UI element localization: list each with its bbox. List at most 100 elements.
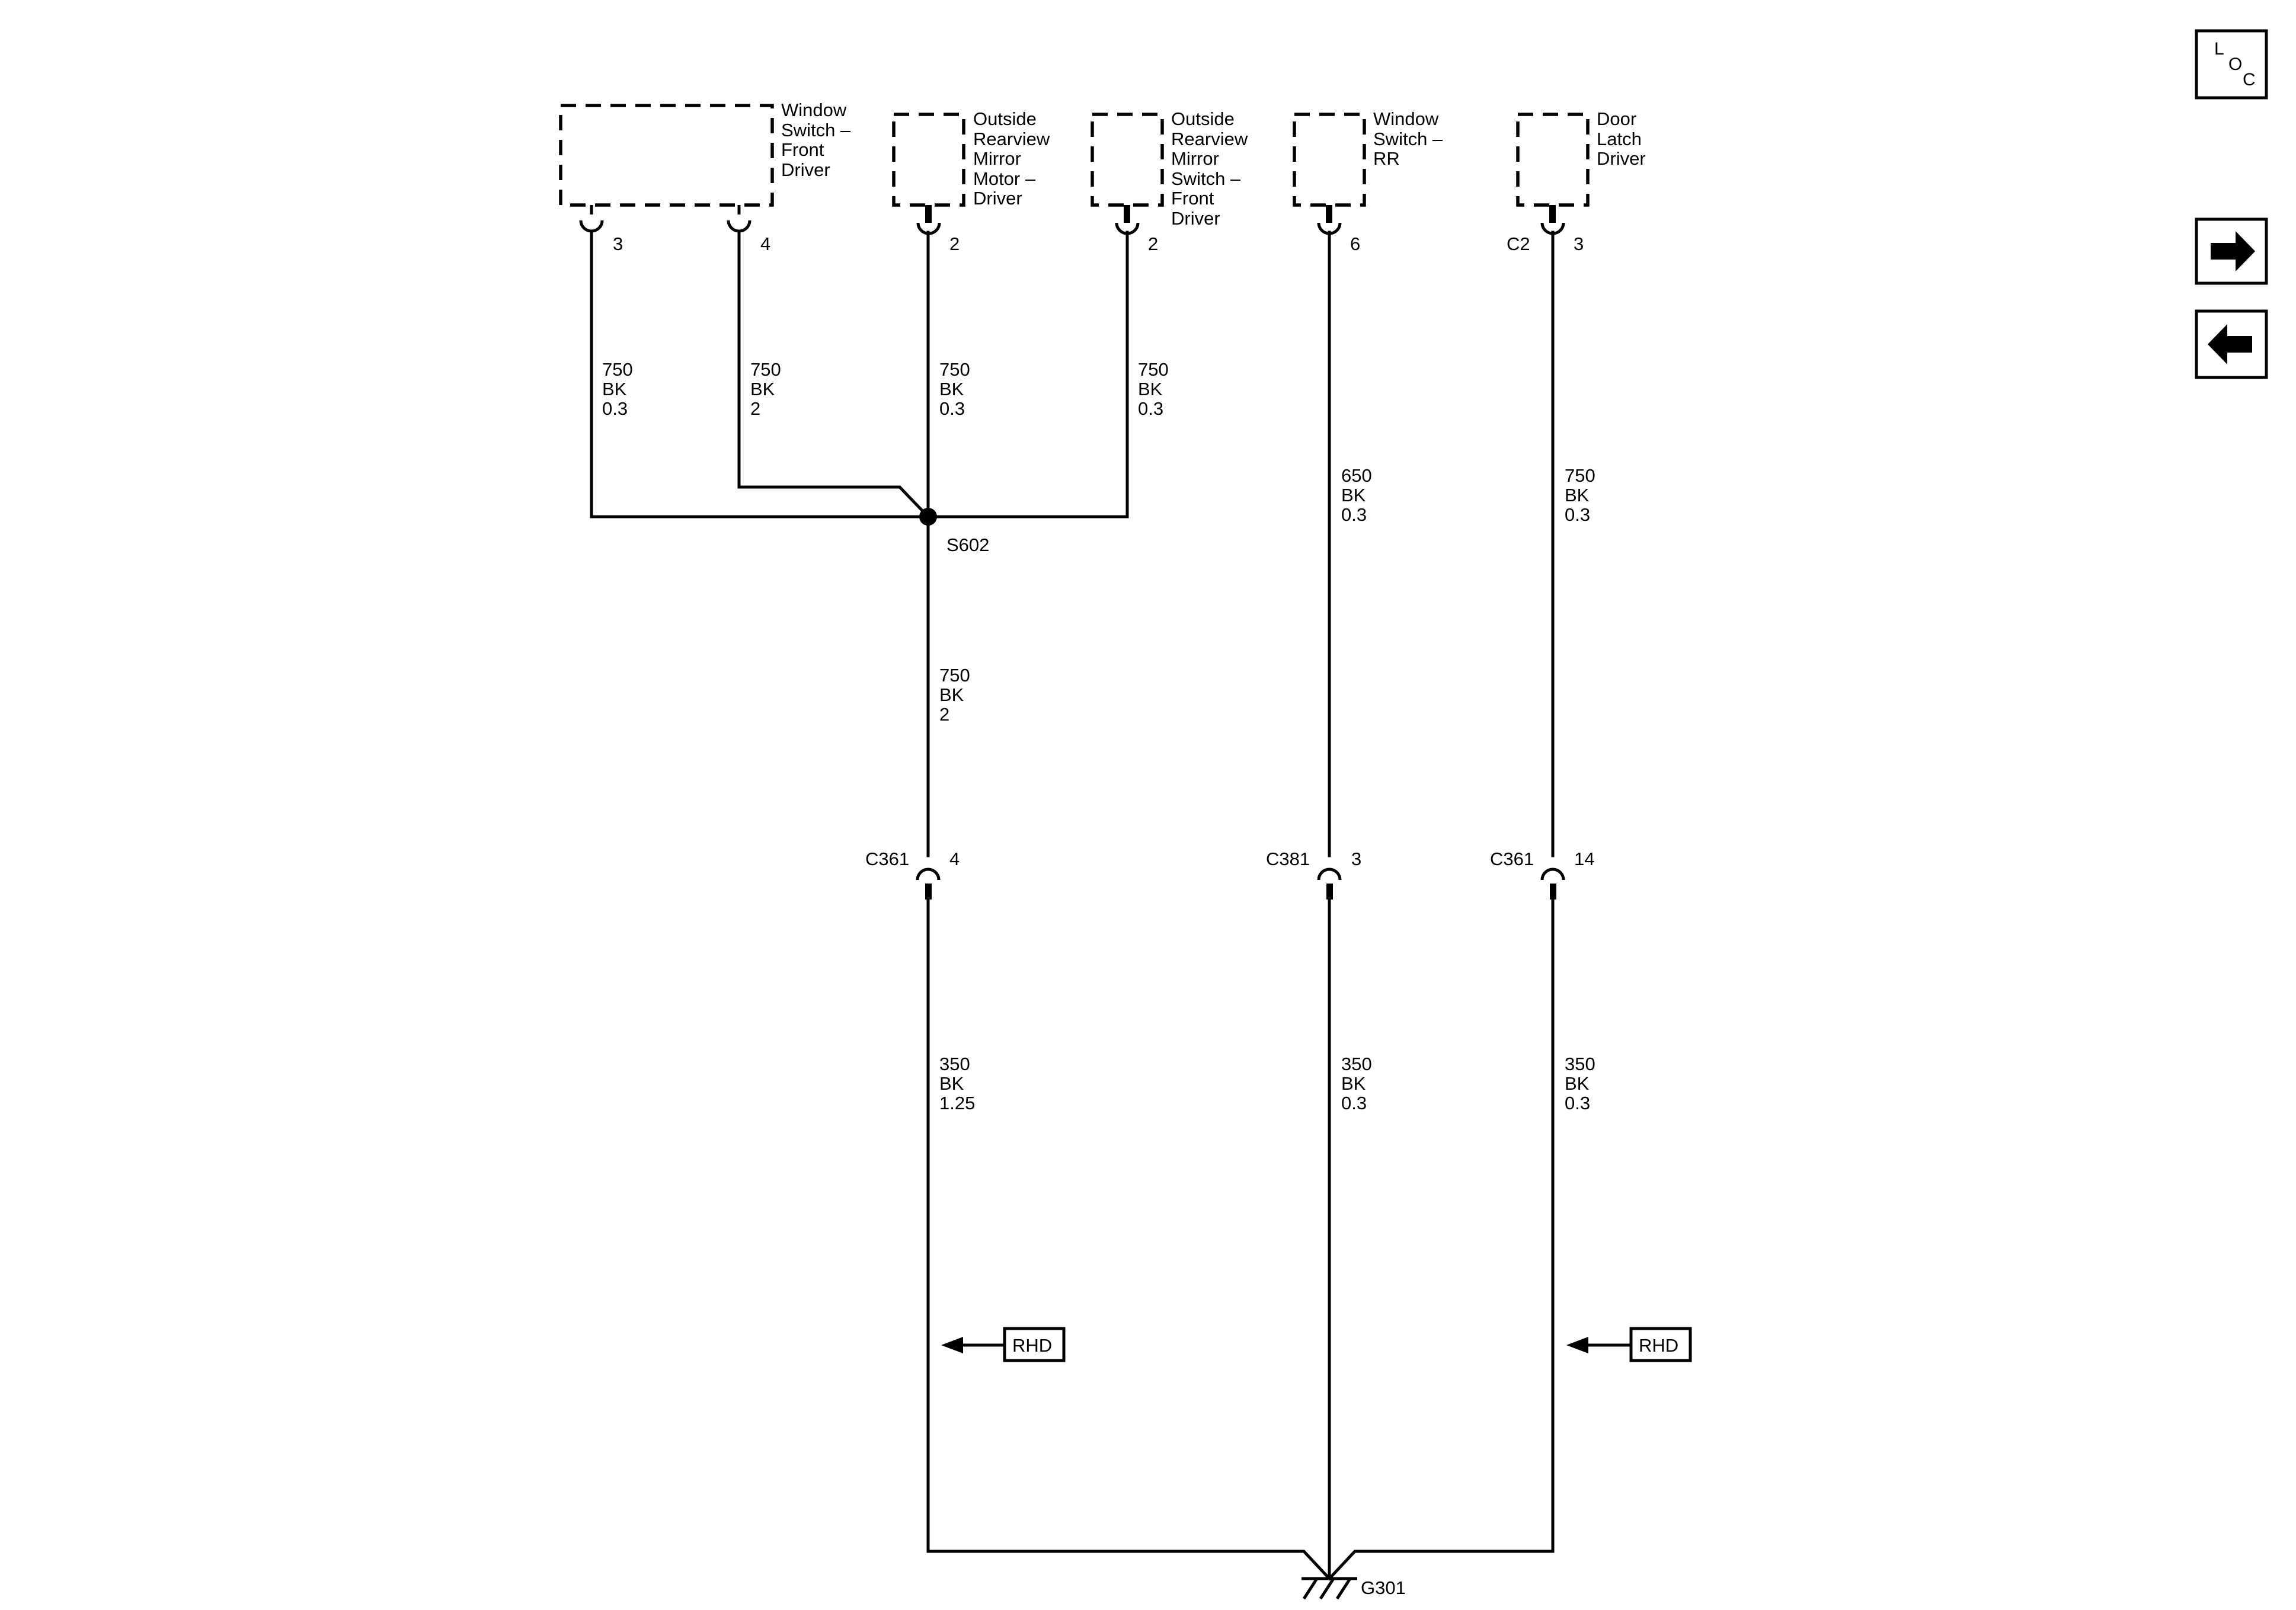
loc-button-frame[interactable] [2195,29,2268,100]
pin-label: 3 [613,233,623,254]
wires-upper [590,229,1555,857]
wire-circuit: 750 [602,359,633,380]
component-label-line: Switch – [1171,168,1241,189]
component-window-switch-rr: Window Switch – RR [1293,108,1443,207]
connector-pin: 14 [1574,849,1594,869]
component-label-line: Mirror [1171,148,1219,169]
wire-circuit: 750 [939,665,970,686]
ground-label: G301 [1361,1577,1406,1598]
male-terminal [925,884,932,900]
wire-color: BK [1341,485,1366,505]
prev-button[interactable] [2195,309,2268,379]
wire-gauge: 0.3 [939,398,965,419]
rhd-label: RHD [1639,1335,1678,1356]
ground-hatch [1319,1577,1335,1600]
component-label-line: Driver [973,188,1022,209]
loc-button[interactable]: L O C [2195,29,2268,100]
arrow-left-icon [941,1337,963,1353]
component-label-line: Outside [973,108,1037,129]
arrow-right-icon [2211,231,2255,271]
component-outline [1516,113,1590,207]
male-terminal [1550,884,1556,900]
female-terminal [916,868,941,881]
component-window-switch-front-driver: Window Switch – Front Driver [559,100,851,207]
wire-circuit: 750 [1565,465,1595,486]
component-outline [1293,113,1366,207]
wire-label-latch-pin3: 750 BK 0.3 [1565,465,1595,525]
connector-name: C381 [1266,849,1310,869]
component-label-line: Latch [1597,129,1642,149]
component-label-line: Window [1373,108,1439,129]
inline-connector-c381-3: C381 3 [1266,849,1361,900]
component-label-line: RR [1373,148,1400,169]
component-label-line: Rearview [1171,129,1248,149]
loc-letter-o: O [2228,55,2242,74]
wire-label-c381-3-to-ground: 350 BK 0.3 [1341,1054,1372,1113]
wire-color: BK [1341,1073,1366,1094]
component-mirror-motor-driver: Outside Rearview Mirror Motor – Driver [892,108,1050,209]
inline-connector-c361-4: C361 4 [865,849,960,900]
arrow-left-icon [1566,1337,1588,1353]
inline-connector-c361-14: C361 14 [1490,849,1594,900]
wire-color: BK [939,379,964,399]
connector-pin: 3 [1351,849,1361,869]
wire-circuit: 350 [939,1054,970,1074]
connector-pin: 4 [949,849,960,869]
pin-label: 6 [1350,233,1360,254]
wire-switch-pin2 [926,231,1129,518]
wire-color: BK [750,379,775,399]
wire-label-splice-to-c361: 750 BK 2 [939,665,970,725]
component-label-line: Mirror [973,148,1021,169]
rhd-note-right: RHD [1566,1327,1692,1362]
component-door-latch-driver: Door Latch Driver [1516,108,1646,207]
component-outline [1091,113,1164,207]
component-label-line: Driver [1597,148,1646,169]
wire-label-c361-14-to-ground: 350 BK 0.3 [1565,1054,1595,1113]
wire-circuit: 750 [939,359,970,380]
wire-gauge: 2 [750,398,760,419]
component-outline [892,113,965,207]
component-label-line: Switch – [781,120,851,140]
wire-circuit: 750 [750,359,781,380]
component-label-line: Front [1171,188,1214,209]
component-label-line: Door [1597,108,1636,129]
wire-color: BK [1565,1073,1590,1094]
component-label-line: Driver [781,159,830,180]
male-terminal [1124,205,1130,223]
ground-hatch [1335,1577,1352,1600]
pin-label: 2 [1148,233,1158,254]
female-terminal [579,220,604,233]
pin-label: 3 [1574,233,1584,254]
next-button[interactable] [2195,217,2268,285]
wire-gauge: 0.3 [1138,398,1163,419]
arrow-left-icon [2208,324,2252,364]
male-terminal [925,205,932,223]
rhd-box [1003,1327,1066,1362]
component-label-line: Driver [1171,208,1220,229]
wire-label-ws-pin3: 750 BK 0.3 [602,359,633,419]
component-label-line: Switch – [1373,129,1443,149]
female-terminal [727,220,752,233]
ground-hatch [1302,1577,1319,1600]
rhd-note-left: RHD [941,1327,1066,1362]
wire-gauge: 1.25 [939,1093,975,1113]
connector-name: C361 [865,849,909,869]
wire-color: BK [939,1073,964,1094]
wire-gauge: 0.3 [1341,1093,1367,1113]
rhd-label: RHD [1012,1335,1052,1356]
ground-g301: G301 [1302,1577,1406,1600]
wire-color: BK [1565,485,1590,505]
component-label-line: Motor – [973,168,1036,189]
female-terminal [1540,868,1565,881]
loc-letter-c: C [2243,70,2256,89]
wire-gauge: 0.3 [1565,1093,1590,1113]
wire-color: BK [602,379,627,399]
wires-lower [926,898,1555,1581]
wire-color: BK [939,684,964,705]
component-terminals [579,205,1565,235]
male-terminal [1326,205,1332,223]
wire-circuit: 350 [1341,1054,1372,1074]
loc-letter-l: L [2214,39,2224,59]
wire-ws-pin4 [737,229,930,519]
